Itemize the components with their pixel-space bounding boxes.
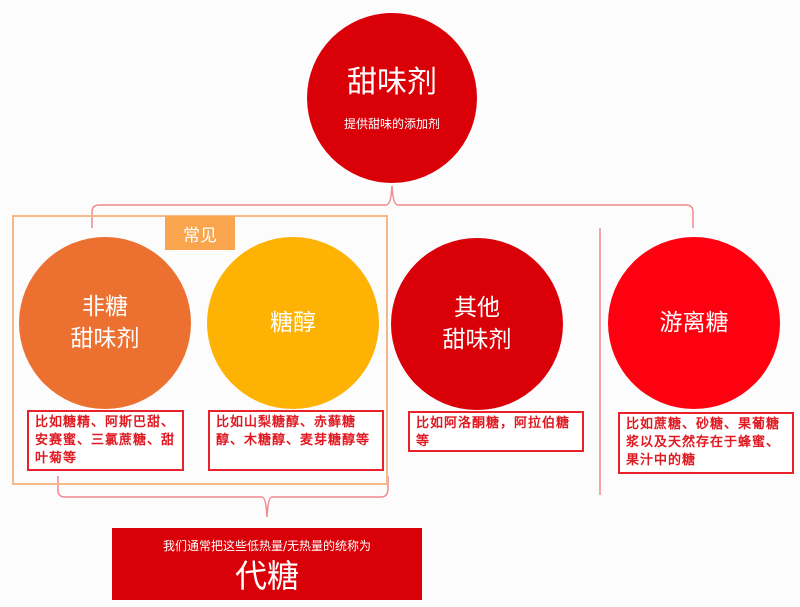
category-label-line: 甜味剂 bbox=[70, 326, 140, 352]
note-free-sugar: 比如蔗糖、砂糖、果葡糖浆以及天然存在于蜂蜜、果汁中的糖 bbox=[618, 412, 794, 474]
bottom-bracket bbox=[57, 476, 389, 518]
category-other-sweetener: 其他 甜味剂 bbox=[391, 238, 563, 410]
common-tag-label: 常见 bbox=[183, 225, 217, 246]
top-node-title: 甜味剂 bbox=[347, 64, 437, 100]
top-bracket bbox=[91, 185, 694, 228]
category-label-line: 甜味剂 bbox=[442, 327, 512, 353]
category-label-line: 其他 bbox=[454, 295, 500, 321]
note-sugar-alcohol: 比如山梨糖醇、赤藓糖醇、木糖醇、麦芽糖醇等 bbox=[208, 410, 384, 471]
category-label-line: 非糖 bbox=[82, 294, 128, 320]
note-non-sugar-sweetener: 比如糖精、阿斯巴甜、安赛蜜、三氯蔗糖、甜叶菊等 bbox=[27, 410, 184, 471]
summary-title: 代糖 bbox=[234, 557, 299, 595]
common-tag: 常见 bbox=[165, 216, 235, 250]
top-node-sweetener: 甜味剂 提供甜味的添加剂 bbox=[307, 13, 477, 183]
summary-subtitle: 我们通常把这些低热量/无热量的统称为 bbox=[162, 539, 372, 553]
category-label-line: 游离糖 bbox=[659, 310, 729, 336]
top-node-subtitle: 提供甜味的添加剂 bbox=[343, 116, 440, 131]
category-sugar-alcohol: 糖醇 bbox=[207, 237, 379, 409]
summary-box: 我们通常把这些低热量/无热量的统称为 代糖 bbox=[112, 528, 422, 600]
category-free-sugar: 游离糖 bbox=[608, 237, 780, 409]
category-label-line: 糖醇 bbox=[270, 310, 316, 336]
note-other-sweetener: 比如阿洛酮糖，阿拉伯糖等 bbox=[408, 411, 584, 452]
category-non-sugar-sweetener: 非糖 甜味剂 bbox=[19, 237, 191, 409]
